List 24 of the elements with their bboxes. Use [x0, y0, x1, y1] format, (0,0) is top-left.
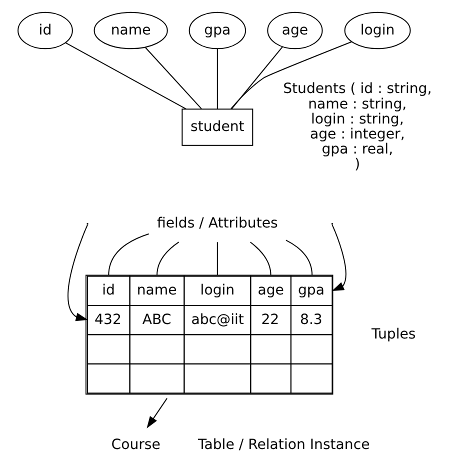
node-text: fields / Attributes	[156, 216, 278, 232]
connector	[144, 47, 202, 110]
connector	[230, 41, 352, 110]
node-ellipse: name	[93, 12, 168, 50]
arrow	[146, 398, 167, 428]
connector	[216, 48, 218, 109]
node-ellipse: login	[344, 12, 410, 50]
node-ellipse: age	[266, 12, 322, 50]
arrow	[67, 224, 88, 322]
connector	[230, 46, 282, 110]
connector	[64, 42, 186, 110]
label: Table / Relation Instance	[197, 437, 370, 454]
label: Tuples	[371, 326, 416, 342]
node-box: student	[181, 108, 253, 146]
connector	[285, 240, 312, 276]
node-ellipse: id	[17, 12, 72, 50]
connector	[216, 242, 218, 276]
label: Students ( id : string, name : string, login : string, age : integer, gpa : real, )	[282, 81, 432, 173]
connector	[108, 233, 149, 276]
connector	[156, 242, 179, 276]
arrow	[331, 224, 346, 291]
node-ellipse: gpa	[188, 12, 246, 50]
node-text: Course	[110, 437, 160, 454]
connector	[250, 242, 271, 276]
